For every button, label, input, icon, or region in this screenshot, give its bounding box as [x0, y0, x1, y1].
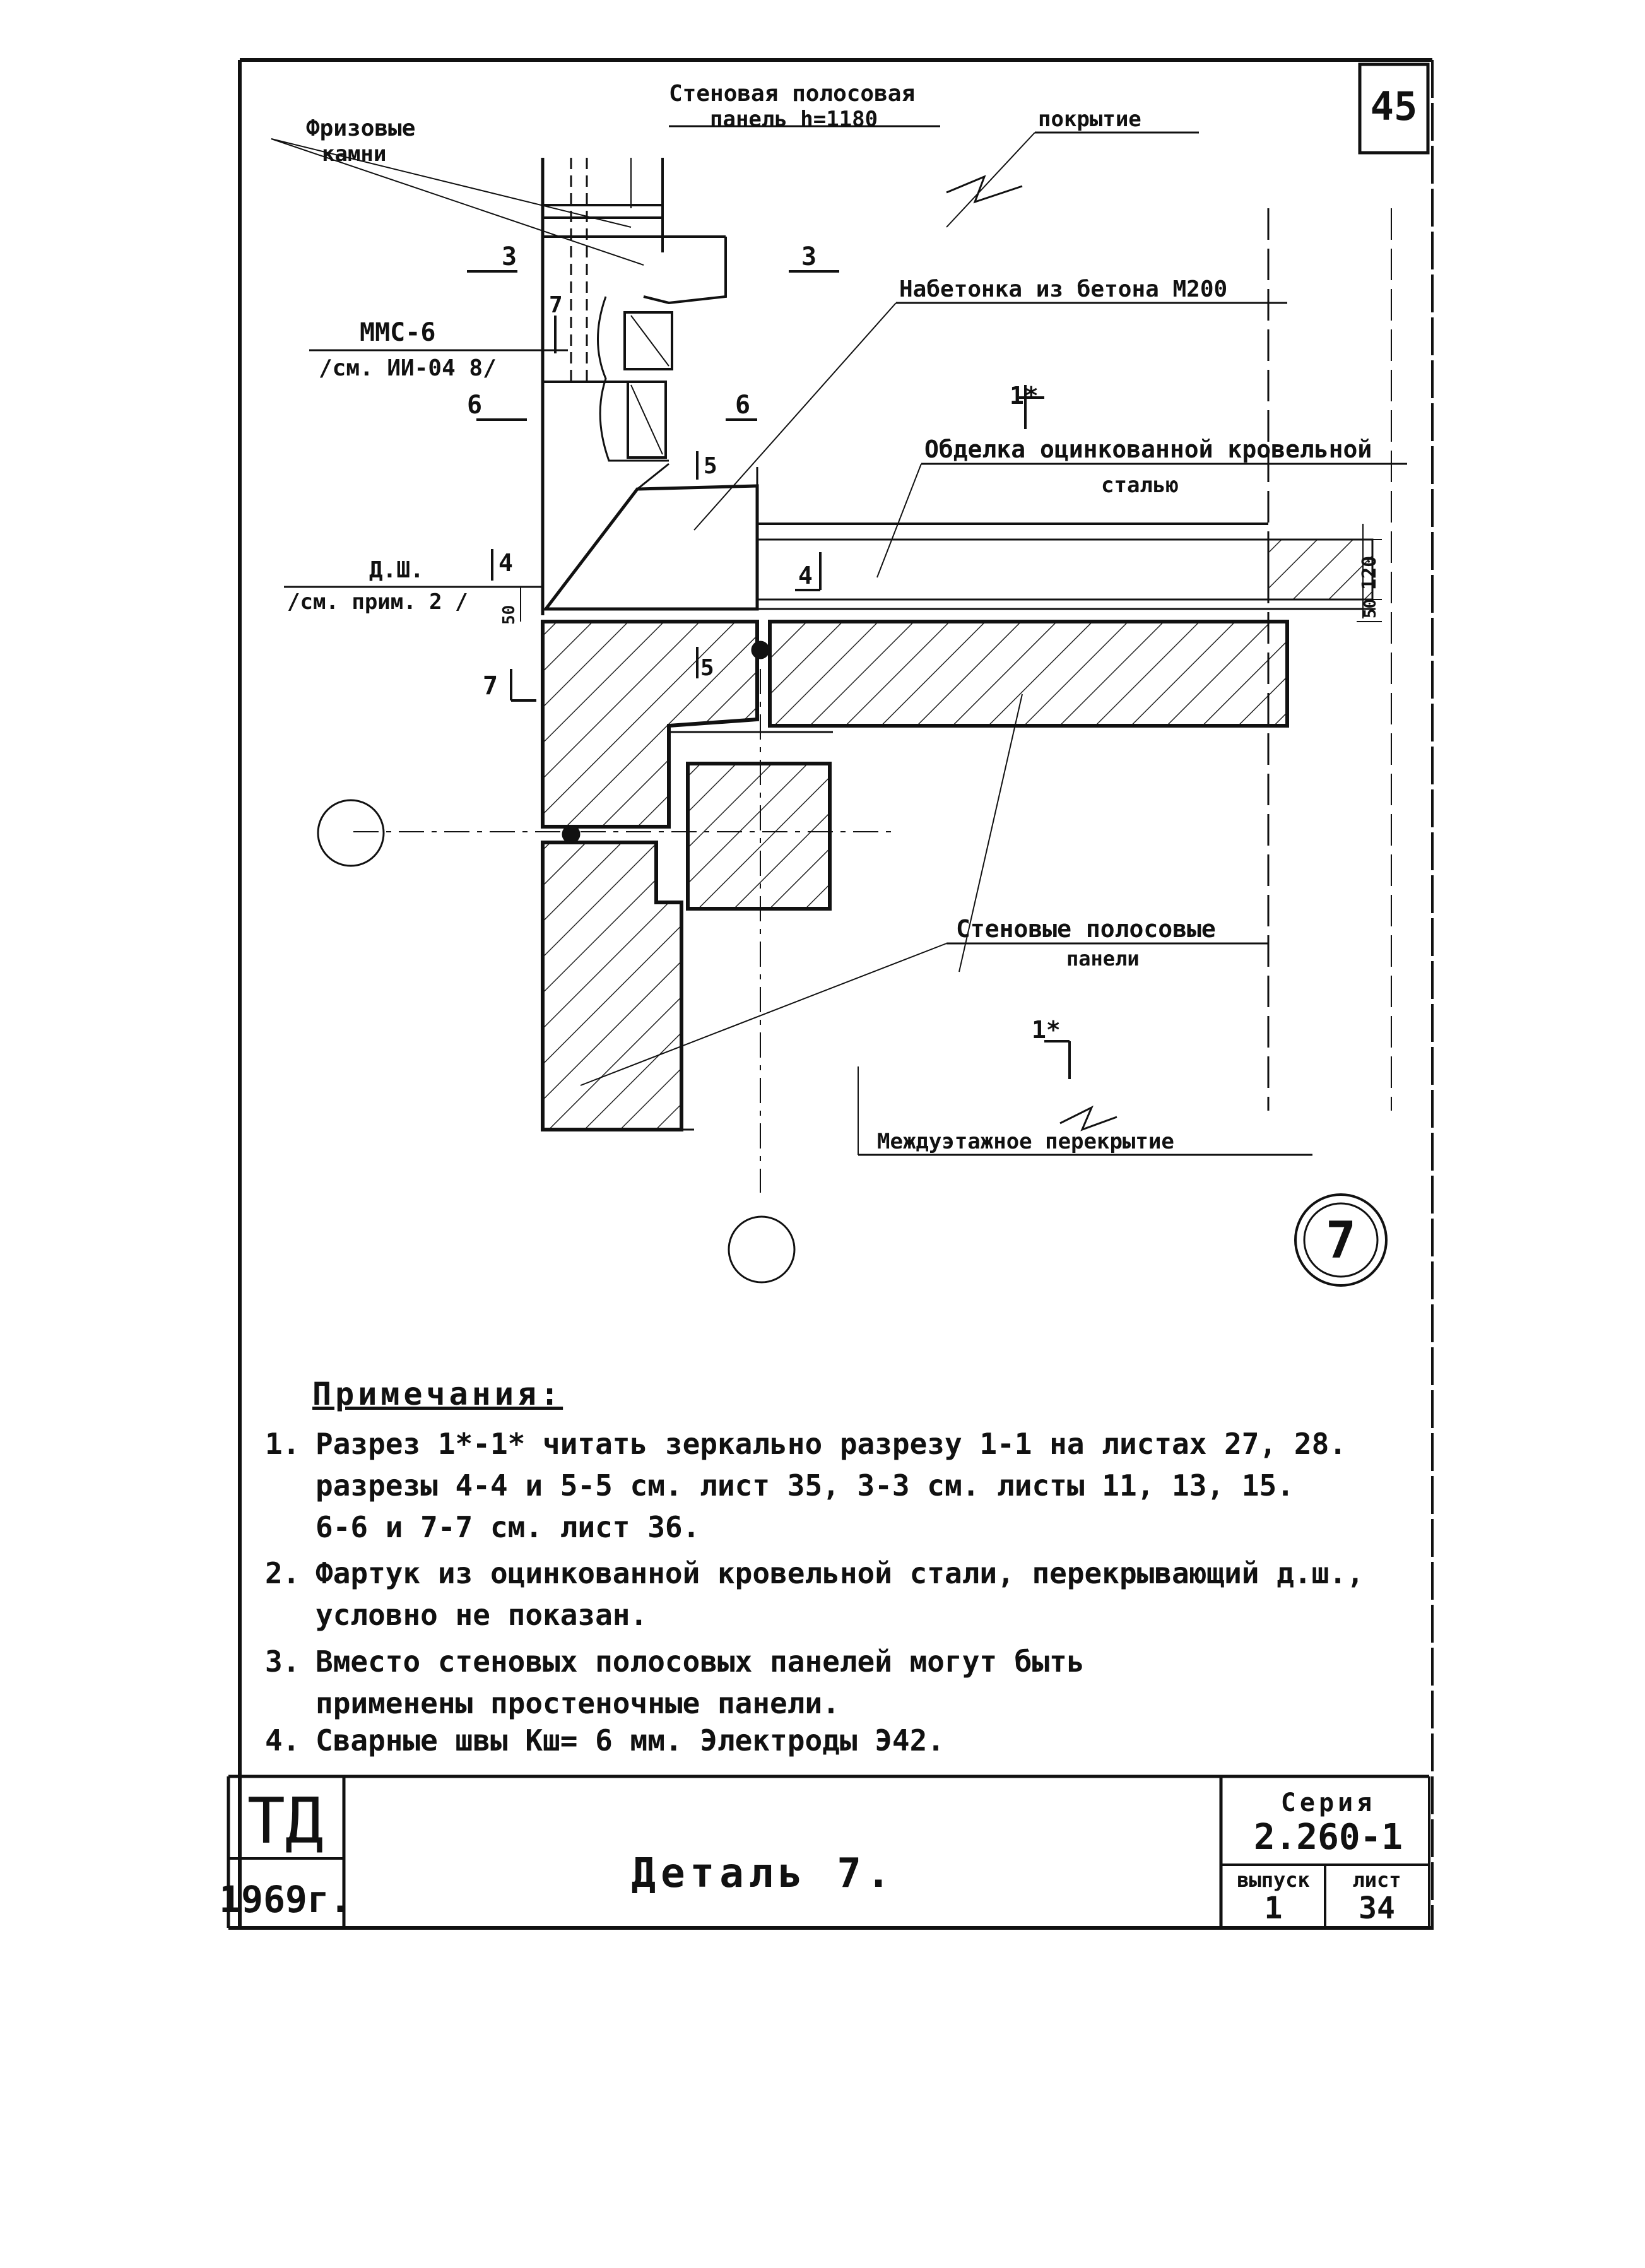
- stamp-issue: 1: [1265, 1891, 1283, 1926]
- label-concrete-topping: Набетонка из бетона М200: [899, 276, 1227, 302]
- label-frieze-stones-1: Фризовые: [306, 115, 415, 141]
- label-mms: ММС-6: [360, 318, 435, 347]
- label-roof-cover: покрытие: [1038, 107, 1141, 132]
- note-2-line-2: условно не показан.: [315, 1598, 648, 1632]
- label-dim-50-right: 50: [1361, 599, 1380, 618]
- label-section-3-left: 3: [502, 242, 517, 271]
- label-section-6-right: 6: [735, 391, 750, 420]
- note-1-num: 1.: [265, 1427, 300, 1461]
- label-dim-50-left: 50: [500, 605, 519, 625]
- stamp-series: 2.260-1: [1254, 1817, 1403, 1858]
- note-2: 2. Фартук из оцинкованной кровельной стал…: [265, 1552, 1464, 1636]
- label-section-4-right: 4: [798, 562, 813, 589]
- sheet-frame: [228, 58, 1434, 1930]
- label-dim-120: 120: [1359, 556, 1381, 590]
- note-3-line-1: Вместо стеновых полосовых панелей могут …: [315, 1645, 1085, 1679]
- note-3-line-2: применены простеночные панели.: [315, 1686, 840, 1720]
- title-block: [227, 1775, 1430, 1928]
- label-flashing-1: Обделка оцинкованной кровельной: [924, 435, 1372, 463]
- stamp-issue-label: выпуск: [1237, 1868, 1310, 1892]
- label-wall-strip-panel: Стеновая полосовая: [669, 81, 915, 107]
- label-section-5-mid: 5: [700, 655, 714, 681]
- sheet-number-box: 45: [1358, 62, 1430, 155]
- note-4-num: 4.: [265, 1723, 300, 1757]
- stamp-title: Деталь 7.: [632, 1850, 896, 1897]
- note-4-line-1: Сварные швы Кш= 6 мм. Электроды Э42.: [315, 1723, 945, 1757]
- note-1: 1. Разрез 1*-1* читать зеркально разрезу …: [265, 1423, 1464, 1548]
- label-wall-strip-panels-2: панели: [1066, 947, 1140, 971]
- label-mms-ref: /см. ИИ-04 8/: [319, 355, 497, 381]
- sheet-number: 45: [1371, 83, 1418, 129]
- label-section-6-left: 6: [467, 391, 482, 420]
- section-drawing: [271, 125, 1407, 1284]
- detail-marker: 7: [1294, 1193, 1388, 1287]
- note-2-line-1: Фартук из оцинкованной кровельной стали,…: [315, 1556, 1364, 1590]
- label-flashing-2: сталью: [1101, 473, 1179, 498]
- stamp-sheet-label: лист: [1352, 1868, 1401, 1892]
- note-1-line-2: разрезы 4-4 и 5-5 см. лист 35, 3-3 см. л…: [315, 1468, 1294, 1503]
- drawing-labels: Стеновая полосовая панель h=1180 Фризовы…: [287, 81, 1381, 1154]
- stamp-org: ТД: [247, 1784, 323, 1858]
- label-dsh-ref: /см. прим. 2 /: [287, 589, 468, 615]
- note-1-line-1: Разрез 1*-1* читать зеркально разрезу 1-…: [315, 1427, 1347, 1461]
- label-floor-slab: Междуэтажное перекрытие: [877, 1129, 1174, 1154]
- label-section-5-top: 5: [704, 453, 717, 479]
- label-dsh: Д.Ш.: [369, 557, 424, 583]
- label-wall-strip-panels-1: Стеновые полосовые: [956, 915, 1216, 943]
- note-4: 4. Сварные швы Кш= 6 мм. Электроды Э42.: [265, 1720, 1464, 1761]
- label-frieze-stones-2: камни: [322, 141, 386, 167]
- stamp-sheet: 34: [1359, 1891, 1395, 1926]
- note-2-num: 2.: [265, 1556, 300, 1590]
- detail-number: 7: [1326, 1211, 1356, 1270]
- label-section-1-bottom: 1*: [1032, 1016, 1061, 1044]
- label-wall-strip-panel-h: панель h=1180: [710, 107, 878, 132]
- note-3-num: 3.: [265, 1645, 300, 1679]
- notes-title: Примечания:: [312, 1376, 563, 1412]
- label-section-1-top: 1*: [1010, 382, 1039, 410]
- label-section-4-left: 4: [498, 549, 513, 577]
- note-1-line-3: 6-6 и 7-7 см. лист 36.: [315, 1510, 700, 1544]
- note-3: 3. Вместо стеновых полосовых панелей могу…: [265, 1641, 1464, 1724]
- title-block-text: ТД 1969г. Деталь 7. Серия 2.260-1 выпуск…: [219, 1784, 1403, 1926]
- label-section-3-right: 3: [801, 242, 817, 271]
- stamp-series-label: Серия: [1281, 1788, 1376, 1817]
- label-section-7-left: 7: [483, 671, 498, 700]
- stamp-year: 1969г.: [219, 1878, 351, 1921]
- label-section-7-top: 7: [549, 292, 563, 318]
